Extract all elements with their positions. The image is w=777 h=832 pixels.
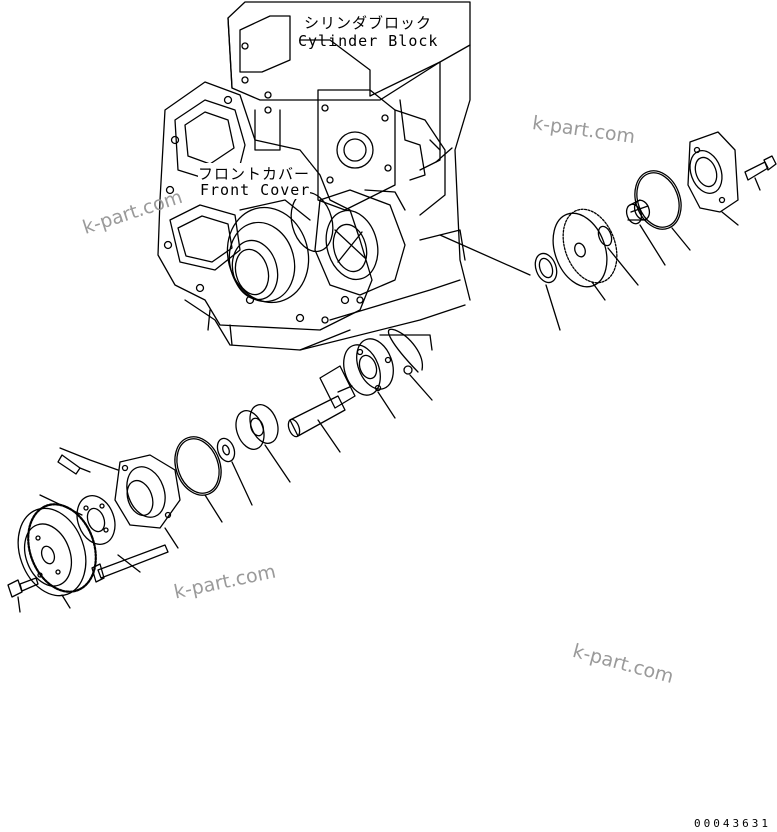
shaft-assembly: [167, 329, 432, 522]
pulley-assembly: [7, 448, 180, 612]
cylinder-block: [228, 2, 470, 300]
cylinder-block-label-ja: シリンダブロック: [304, 14, 433, 32]
drawing-code: 00043631: [694, 817, 771, 830]
front-cover: [158, 82, 465, 350]
front-cover-label-ja: フロントカバー: [198, 163, 311, 184]
front-cover-label-en: Front Cover: [200, 181, 311, 199]
cylinder-block-label-en: Cylinder Block: [298, 32, 439, 50]
rear-parts: [440, 132, 776, 330]
